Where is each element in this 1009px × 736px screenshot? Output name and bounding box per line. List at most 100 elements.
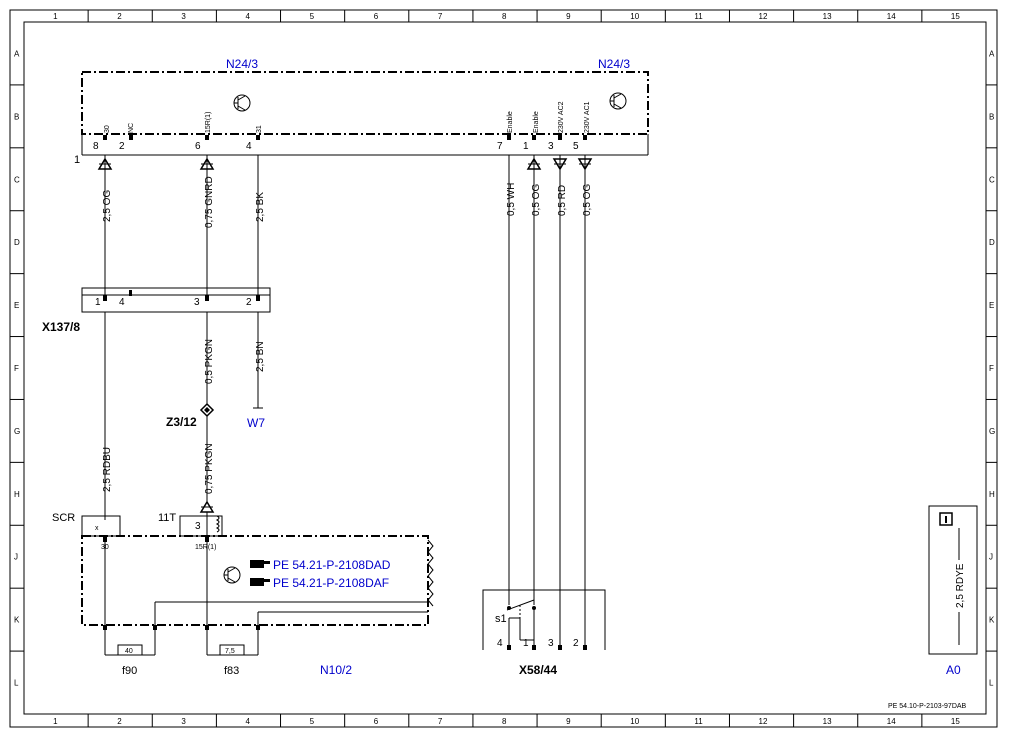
pin-number: 4 [497, 638, 503, 649]
document-id: PE 54.10-P-2103-97DAB [888, 703, 967, 710]
wire-label: 2,5 OG [102, 190, 113, 222]
wire-label: 2,5 BK [255, 192, 266, 222]
grid-row-label: F [14, 364, 19, 373]
pin-name: 15R(1) [195, 544, 216, 551]
pin-name: NC [128, 123, 135, 133]
n24-module-box [81, 71, 649, 135]
pin-number: 4 [119, 297, 125, 308]
grid-column-label: 7 [438, 717, 443, 726]
pin-number: 1 [95, 297, 101, 308]
grid-column-label: 9 [566, 12, 571, 21]
grid-column-label: 7 [438, 12, 443, 21]
transistor-icon [223, 566, 241, 584]
grid-column-label: 14 [887, 717, 896, 726]
wire-label: 0,5 PKGN [204, 339, 215, 384]
z3-label: Z3/12 [166, 415, 197, 429]
grid-column-label: 2 [117, 717, 122, 726]
pin-name: 30 [104, 125, 111, 133]
hand-pointer-icon [250, 578, 270, 586]
grid-column-label: 10 [630, 717, 639, 726]
splice-icon [199, 402, 215, 418]
t11-label: 11T [158, 512, 176, 524]
ref-link[interactable]: PE 54.21-P-2108DAF [273, 576, 389, 590]
grid-column-label: 15 [951, 717, 960, 726]
grid-column-label: 2 [117, 12, 122, 21]
grid-column-label: 13 [823, 717, 832, 726]
grid-column-label: 11 [694, 12, 703, 21]
grid-column-label: 4 [245, 12, 250, 21]
grid-column-label: 12 [759, 12, 768, 21]
pin-number: 5 [573, 141, 579, 152]
pin-number: 7 [497, 141, 503, 152]
wire-label: 2,5 RDYE [955, 563, 966, 608]
pin-number: 3 [194, 297, 200, 308]
pin-name: 230V AC2 [558, 101, 565, 133]
wire-label: 0,5 OG [531, 184, 542, 216]
scr-box [81, 515, 121, 537]
arrow-down-icon [577, 158, 593, 171]
pin-name: x [95, 525, 99, 532]
coil-icon [215, 515, 220, 533]
f90-label: f90 [122, 665, 137, 677]
wire-label: 0,75 PKGN [204, 443, 215, 494]
grid-column-label: 9 [566, 717, 571, 726]
grid-row-label: H [989, 490, 995, 499]
fuse-rating: 40 [125, 648, 133, 655]
pin-number: 2 [246, 297, 252, 308]
grid-column-label: 1 [53, 12, 58, 21]
grid-row-label: H [14, 490, 20, 499]
f83-label: f83 [224, 665, 239, 677]
x137-connector [81, 287, 271, 313]
wire-label: 2,5 BN [255, 341, 266, 372]
pin-number: 6 [195, 141, 201, 152]
x137-label: X137/8 [42, 320, 80, 334]
grid-column-label: 8 [502, 12, 507, 21]
wire-label: 2,5 RDBU [102, 447, 113, 492]
pin-number: 1 [523, 141, 529, 152]
grid-row-label: L [989, 679, 994, 688]
grid-row-label: B [14, 112, 19, 121]
grid-row-label: K [989, 616, 995, 625]
ref-link[interactable]: PE 54.21-P-2108DAD [273, 558, 391, 572]
grid-column-label: 1 [53, 717, 58, 726]
grid-column-label: 12 [759, 717, 768, 726]
grid-row-label: C [989, 175, 995, 184]
wire-label: 0,5 WH [506, 183, 517, 216]
pin-number: 4 [246, 141, 252, 152]
wire-label: 0,5 OG [582, 184, 593, 216]
w7-label: W7 [247, 416, 265, 430]
pin-name: Enable [533, 111, 540, 133]
pin-number: 2 [573, 638, 579, 649]
wire-label: 0,5 RD [557, 185, 568, 216]
s1-label: s1 [495, 613, 507, 625]
a0-label: A0 [946, 663, 961, 677]
grid-column-label: 11 [694, 717, 703, 726]
grid-column-label: 6 [374, 12, 379, 21]
grid-row-label: C [14, 175, 20, 184]
grid-column-label: 5 [310, 717, 315, 726]
x58-box [482, 589, 606, 650]
grid-column-label: 5 [310, 12, 315, 21]
grid-row-label: D [14, 238, 20, 247]
arrow-down-icon [552, 158, 568, 171]
arrow-up-icon [97, 157, 113, 170]
grid-row-label: D [989, 238, 995, 247]
scr-label: SCR [52, 512, 75, 524]
arrow-up-icon [199, 500, 215, 513]
grid-row-label: A [14, 49, 20, 58]
n24-label-left: N24/3 [226, 57, 258, 71]
pin-name: 31 [256, 125, 263, 133]
x58-label: X58/44 [519, 663, 557, 677]
grid-column-label: 3 [181, 12, 186, 21]
pin-number: 3 [195, 521, 201, 532]
pin-name: 230V AC1 [584, 101, 591, 133]
transistor-icon [609, 92, 627, 110]
outer-frame [9, 9, 998, 728]
pin-number: 3 [548, 638, 554, 649]
t11-box [179, 515, 223, 537]
grid-column-label: 15 [951, 12, 960, 21]
